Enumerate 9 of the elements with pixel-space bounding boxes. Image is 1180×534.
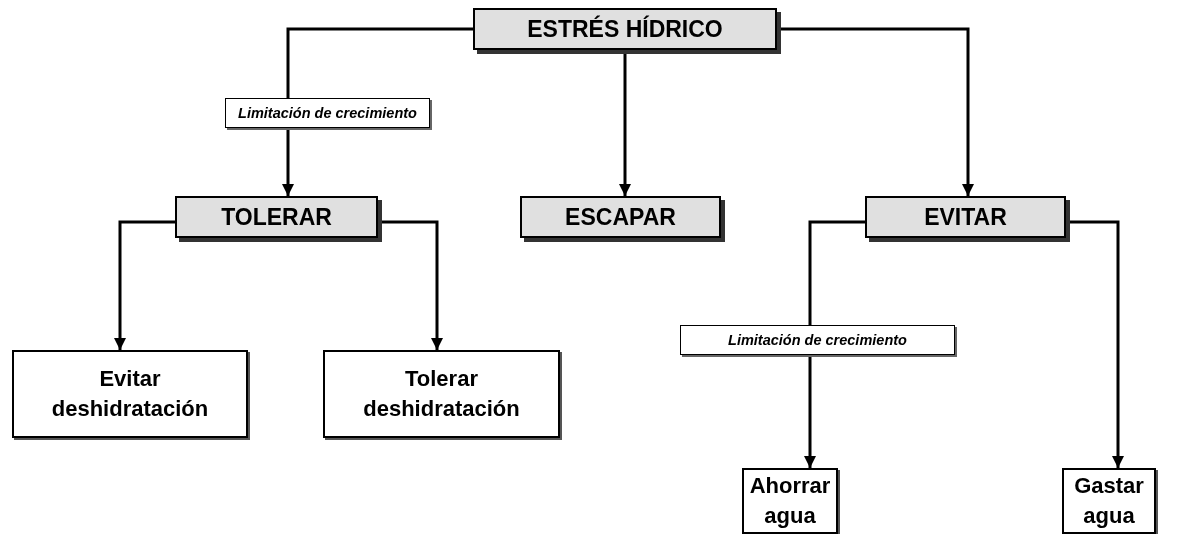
arrow — [804, 220, 865, 468]
arrow — [282, 27, 473, 196]
edge-label: Limitación de crecimiento — [680, 325, 955, 355]
outcome-box: Ahorrar agua — [742, 468, 838, 534]
arrow — [114, 220, 175, 350]
outcome-box: Tolerar deshidratación — [323, 350, 560, 438]
outcome-box: Gastar agua — [1062, 468, 1156, 534]
outcome-box: Evitar deshidratación — [12, 350, 248, 438]
edge-label: Limitación de crecimiento — [225, 98, 430, 128]
